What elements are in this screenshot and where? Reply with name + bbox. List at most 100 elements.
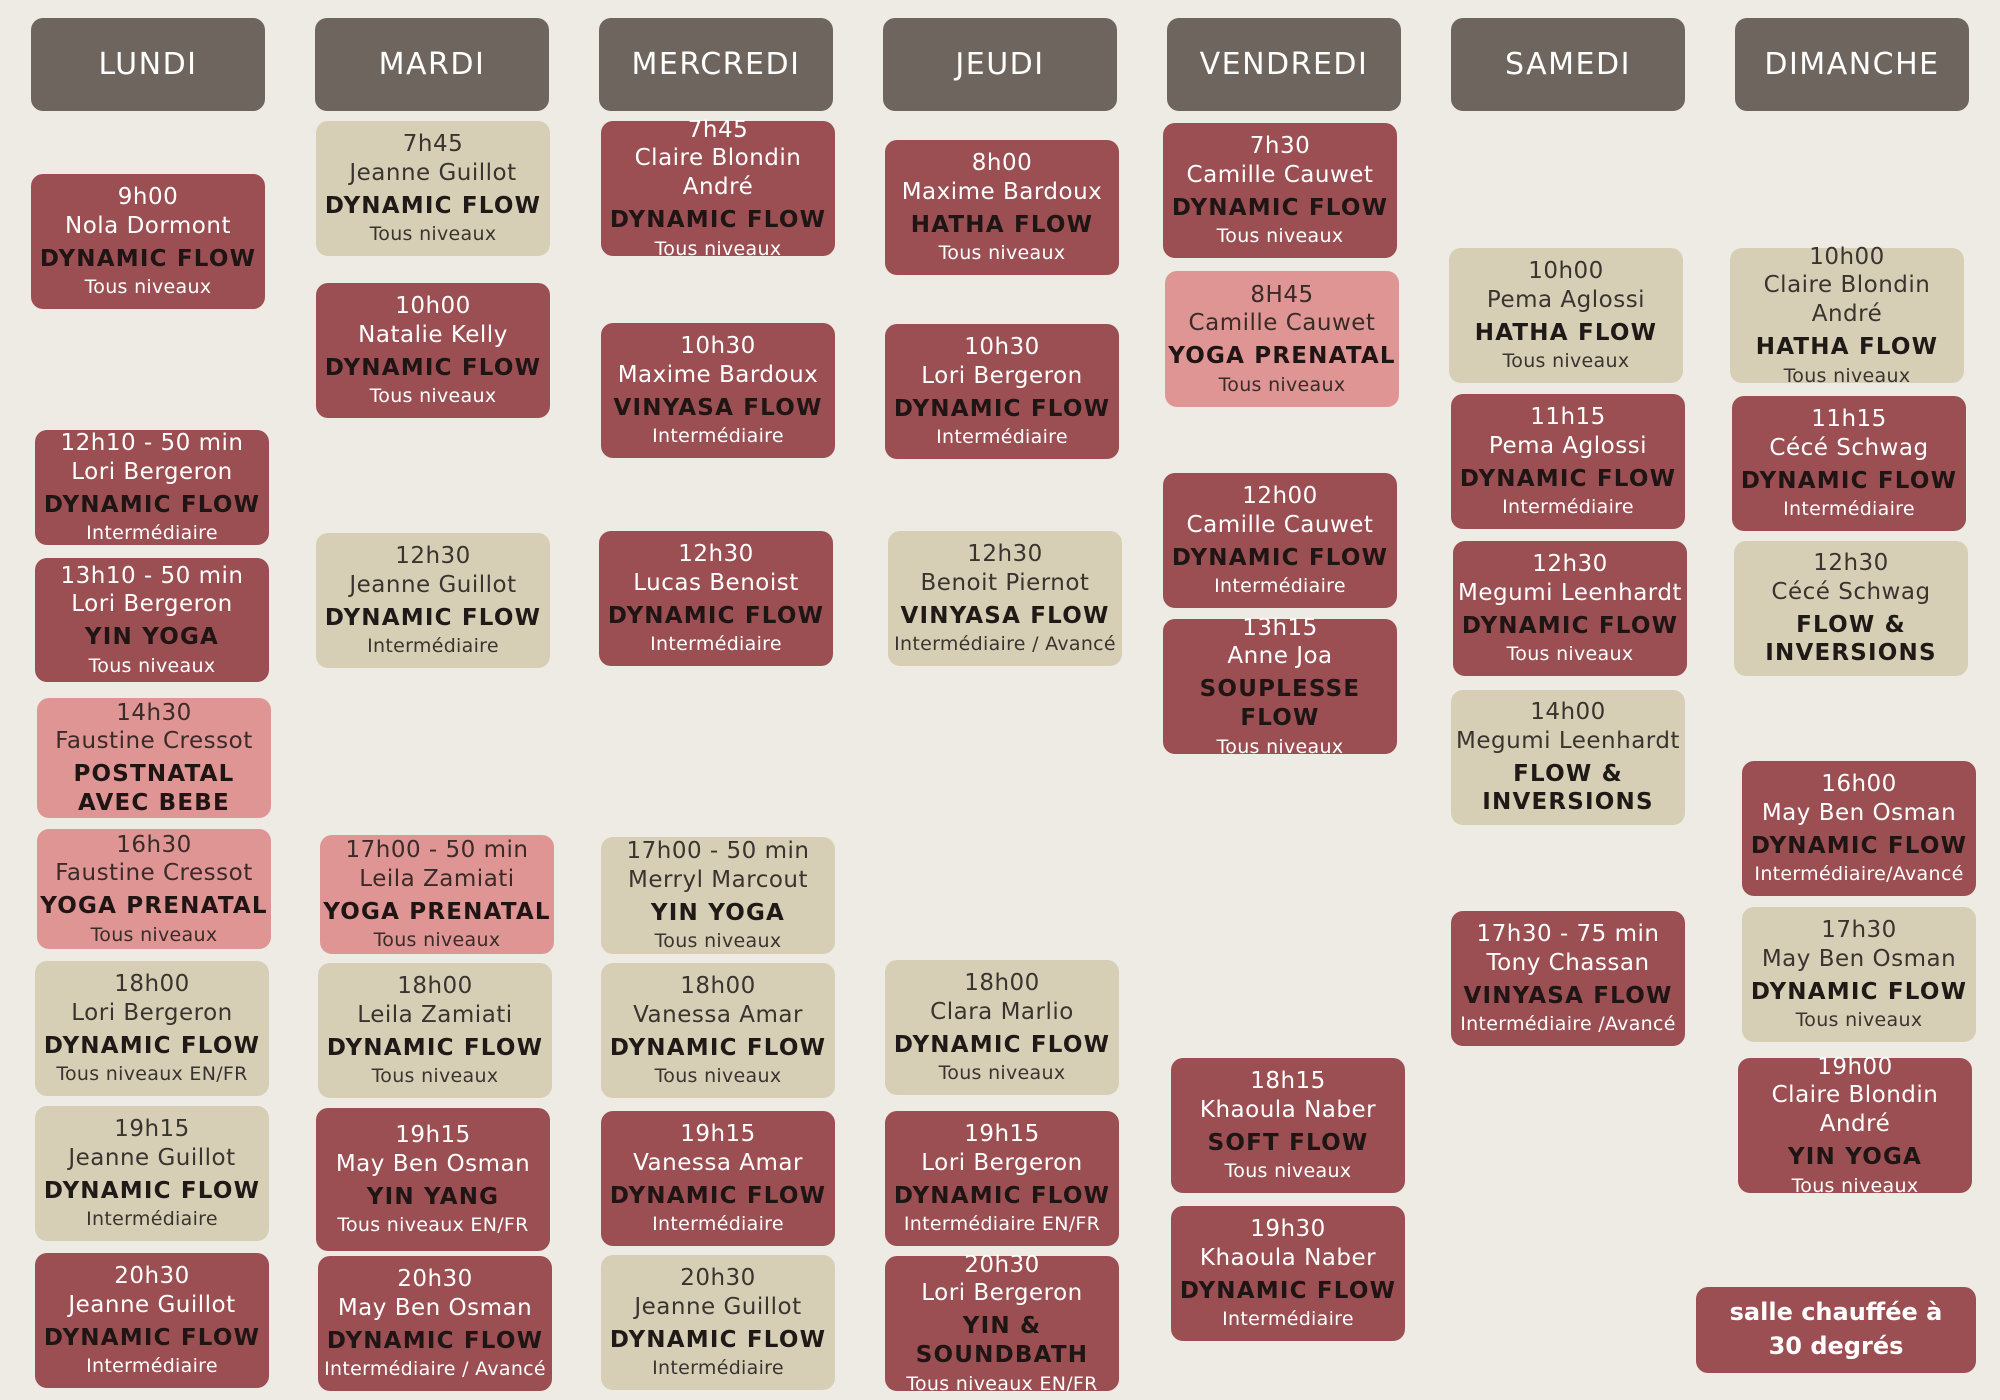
day-header-samedi: SAMEDI — [1451, 18, 1685, 111]
class-style: DYNAMIC FLOW — [1750, 832, 1968, 859]
class-level: Intermédiaire — [1214, 575, 1346, 598]
class-time: 13h15 — [1242, 614, 1318, 641]
class-level: Intermédiaire — [652, 425, 784, 448]
class-teacher: May Ben Osman — [335, 1150, 531, 1177]
class-style: DYNAMIC FLOW — [1740, 467, 1958, 494]
class-time: 19h15 — [114, 1116, 190, 1142]
class-style: DYNAMIC FLOW — [1179, 1277, 1397, 1304]
class-style: DYNAMIC FLOW — [893, 1031, 1111, 1058]
class-time: 18h15 — [1250, 1068, 1326, 1094]
class-level: Tous niveaux — [1224, 1160, 1352, 1183]
class-level: Intermédiaire — [650, 633, 782, 656]
class-style: YIN YOGA — [84, 624, 220, 650]
class-level: Intermédiaire / Avancé — [324, 1358, 546, 1381]
class-level: Intermédiaire — [1222, 1308, 1354, 1331]
class-teacher: Lori Bergeron — [921, 362, 1083, 389]
class-teacher: Anne Joa — [1227, 643, 1333, 670]
class-teacher: Lori Bergeron — [71, 999, 233, 1026]
class-level: Intermédiaire — [1502, 496, 1634, 519]
class-time: 7h30 — [1249, 133, 1311, 159]
class-time: 7h45 — [687, 116, 749, 143]
class-style: HATHA FLOW — [1474, 319, 1658, 346]
class-time: 16h00 — [1821, 771, 1897, 797]
class-style: DYNAMIC FLOW — [324, 354, 542, 381]
class-time: 12h30 — [967, 541, 1043, 567]
class-teacher: Jeanne Guillot — [349, 571, 517, 598]
class-time: 10h00 — [395, 293, 471, 319]
class-style: DYNAMIC FLOW — [39, 245, 257, 272]
class-level: Tous niveaux — [938, 242, 1066, 265]
class-style: DYNAMIC FLOW — [43, 491, 261, 518]
class-teacher: May Ben Osman — [337, 1294, 533, 1321]
class-level: Intermédiaire — [86, 1355, 218, 1378]
class-time: 18h00 — [964, 970, 1040, 996]
class-teacher: Leila Zamiati — [359, 865, 515, 892]
class-level: Tous niveaux — [654, 237, 782, 260]
class-time: 17h30 - 75 min — [1476, 921, 1660, 947]
class-time: 12h30 — [678, 541, 754, 567]
class-teacher: Lori Bergeron — [921, 1280, 1083, 1307]
class-teacher: May Ben Osman — [1761, 945, 1957, 972]
class-style: YIN & SOUNDBATH — [915, 1313, 1089, 1368]
class-time: 19h15 — [964, 1121, 1040, 1147]
class-teacher: Tony Chassan — [1486, 949, 1650, 976]
class-teacher: Jeanne Guillot — [349, 159, 517, 186]
class-level: Tous niveaux EN/FR — [56, 1063, 248, 1086]
class-time: 12h30 — [1813, 550, 1889, 576]
class-time: 9h00 — [117, 184, 179, 210]
class-level: Intermédiaire /Avancé — [1460, 1013, 1676, 1036]
class-style: DYNAMIC FLOW — [607, 602, 825, 629]
day-header-lundi: LUNDI — [31, 18, 265, 111]
class-level: Intermédiaire / Avancé — [894, 633, 1116, 656]
class-time: 12h30 — [395, 543, 471, 569]
class-teacher: Camille Cauwet — [1188, 310, 1376, 337]
class-level: Tous niveaux — [88, 654, 216, 677]
class-teacher: Nola Dormont — [65, 212, 231, 239]
class-teacher: Camille Cauwet — [1186, 511, 1374, 538]
class-time: 20h30 — [397, 1266, 473, 1292]
class-style: SOFT FLOW — [1207, 1129, 1369, 1156]
class-time: 17h30 — [1821, 917, 1897, 943]
class-style: DYNAMIC FLOW — [1459, 465, 1677, 492]
class-time: 10h00 — [1809, 243, 1885, 270]
class-style: VINYASA FLOW — [1463, 982, 1673, 1009]
class-teacher: Vanessa Amar — [633, 1149, 803, 1176]
class-teacher: Benoit Piernot — [920, 569, 1090, 596]
class-time: 11h15 — [1530, 404, 1606, 430]
class-style: DYNAMIC FLOW — [1461, 612, 1679, 639]
class-style: DYNAMIC FLOW — [326, 1327, 544, 1354]
day-header-vendredi: VENDREDI — [1167, 18, 1401, 111]
class-teacher: Faustine Cressot — [55, 728, 253, 755]
class-style: DYNAMIC FLOW — [609, 1182, 827, 1209]
class-teacher: Pema Aglossi — [1488, 432, 1648, 459]
class-level: Intermédiaire — [652, 1357, 784, 1380]
class-time: 12h30 — [1532, 551, 1608, 577]
class-style: YOGA PRENATAL — [1168, 343, 1396, 369]
class-time: 17h00 - 50 min — [626, 838, 810, 864]
class-time: 20h30 — [114, 1263, 190, 1289]
class-level: Tous niveaux — [1783, 364, 1911, 387]
